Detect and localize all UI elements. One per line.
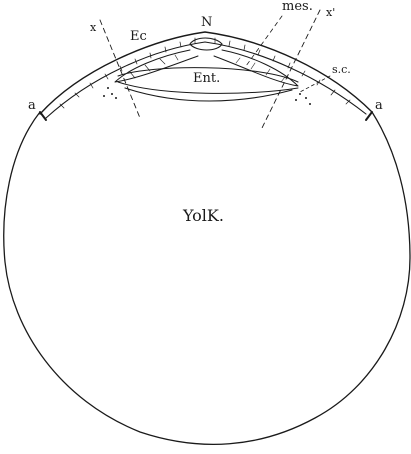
margin-right — [366, 112, 372, 120]
label-notochord: N — [201, 16, 212, 29]
label-edge-left: a — [28, 99, 36, 112]
label-section-left: x — [90, 22, 96, 33]
endoderm-floor — [125, 88, 292, 101]
label-endoderm: Ent. — [193, 72, 220, 85]
yolk-outline — [4, 112, 410, 444]
label-section-right: x' — [326, 7, 335, 18]
label-mesoderm: mes. — [282, 0, 313, 13]
section-line-right — [262, 10, 320, 128]
yolk-cells — [103, 87, 311, 105]
label-yolk: YolK. — [183, 208, 224, 224]
label-ectoderm: Ec — [130, 30, 147, 43]
segmentation-cavity-leader — [300, 76, 330, 92]
label-edge-right: a — [375, 99, 383, 112]
label-segmentation-cavity: s.c. — [332, 64, 351, 75]
mesoderm-leader — [246, 16, 282, 66]
margin-left — [40, 112, 46, 120]
